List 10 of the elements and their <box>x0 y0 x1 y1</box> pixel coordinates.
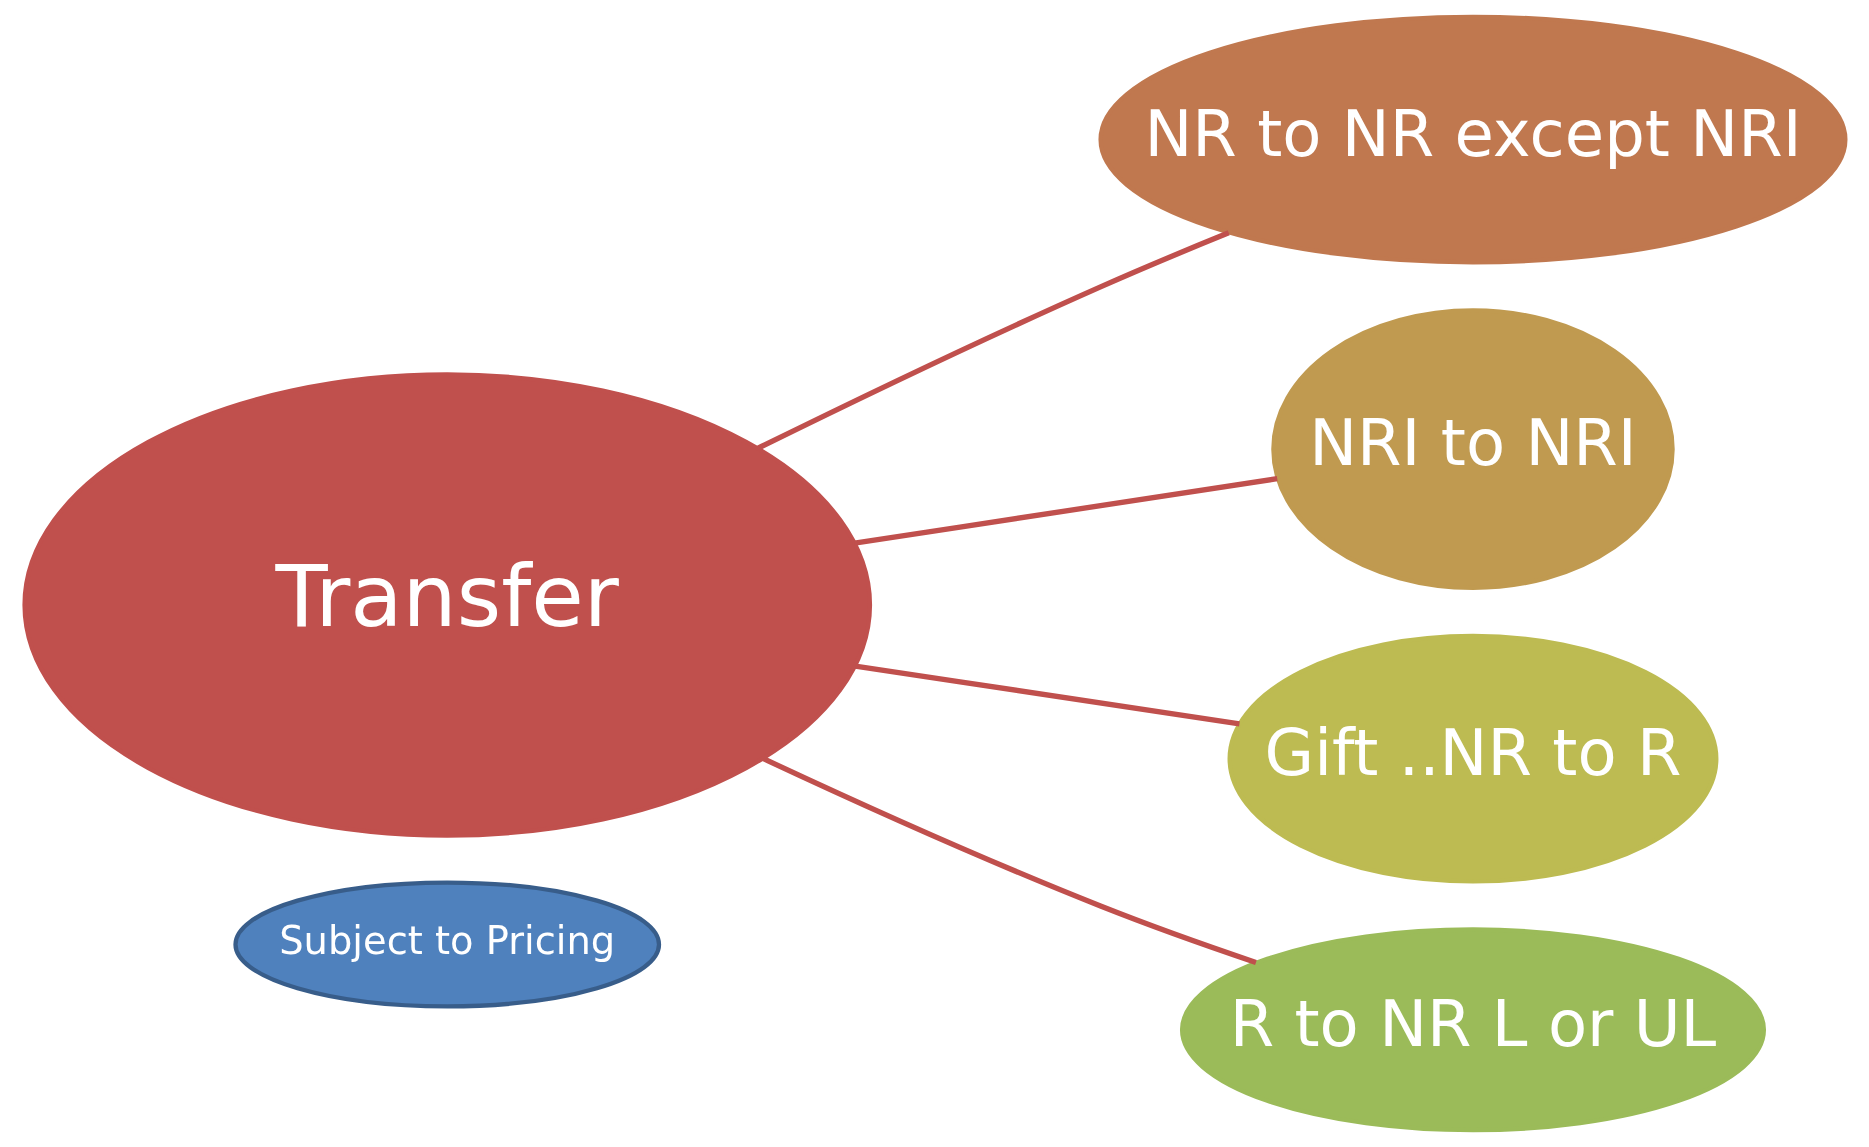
node-ellipse: NRI to NRI <box>1270 308 1675 591</box>
connector <box>854 663 1240 727</box>
node-ellipse: Transfer <box>21 372 872 838</box>
node-ellipse: R to NR L or UL <box>1179 927 1766 1133</box>
node-ellipse: Gift ..NR to R <box>1227 633 1718 884</box>
node-ellipse: NR to NR except NRI <box>1097 14 1847 265</box>
node-ellipse: Subject to Pricing <box>232 880 661 1009</box>
connector <box>755 230 1230 451</box>
connector <box>761 756 1257 965</box>
connector <box>853 476 1278 546</box>
